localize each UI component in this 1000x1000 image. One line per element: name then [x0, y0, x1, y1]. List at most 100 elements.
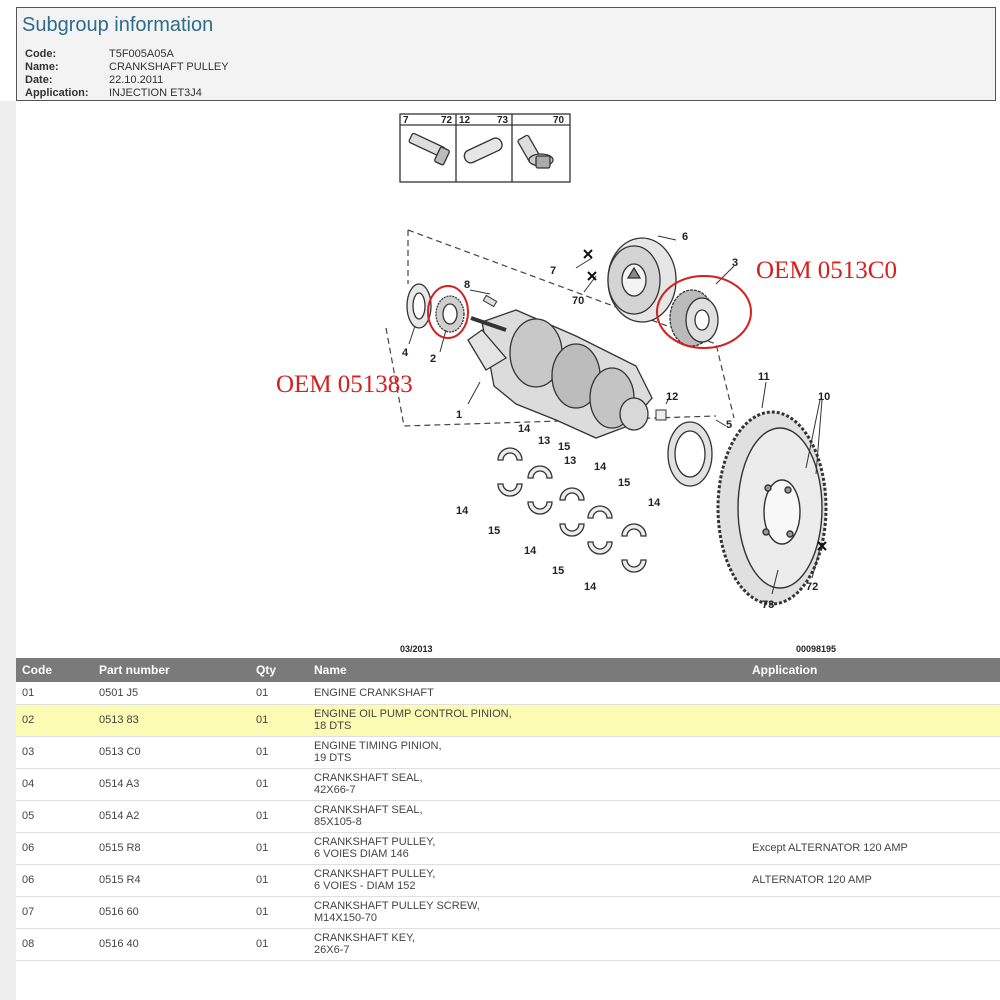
assembly-outline [385, 229, 735, 427]
name-line: 85X105-8 [314, 816, 362, 828]
flange-bolt-icon [517, 134, 554, 169]
table-row[interactable]: 06 0515 R8 01 CRANKSHAFT PULLEY,6 VOIES … [16, 832, 1000, 865]
info-value: CRANKSHAFT PULLEY [109, 61, 229, 73]
crankshaft-seal-large [667, 421, 713, 487]
highlight-circle-timing-pinion [656, 275, 752, 349]
cell-application [746, 736, 1000, 769]
callout-number: 4 [402, 347, 409, 359]
flywheel [716, 410, 828, 606]
cell-part-number: 0513 83 [93, 704, 250, 737]
callout-number: 13 [564, 455, 576, 467]
bearing-shells [497, 447, 647, 573]
info-label: Date: [25, 74, 53, 86]
crankshaft-drawing [467, 309, 653, 439]
cell-name: CRANKSHAFT SEAL,85X105-8 [308, 800, 746, 833]
cell-code: 06 [16, 832, 93, 865]
diagram-date: 03/2013 [400, 644, 433, 654]
legend-ref: 72 [441, 115, 453, 126]
name-line: ENGINE CRANKSHAFT [314, 686, 434, 699]
crankshaft-seal-small [406, 283, 432, 329]
cell-code: 08 [16, 928, 93, 961]
column-header-application[interactable]: Application [746, 658, 1000, 682]
cell-qty: 01 [250, 864, 308, 897]
cell-name: CRANKSHAFT KEY,26X6-7 [308, 928, 746, 961]
exploded-parts-diagram[interactable]: 7 72 12 73 70 [16, 108, 1000, 656]
left-margin-stripe [0, 101, 16, 1000]
crankshaft-key [482, 294, 498, 308]
info-label: Code: [25, 48, 57, 60]
callout-number: 11 [758, 371, 770, 383]
callout-number: 73 [762, 599, 774, 611]
name-line: CRANKSHAFT SEAL, [314, 772, 423, 784]
cell-qty: 01 [250, 832, 308, 865]
name-line: CRANKSHAFT PULLEY, [314, 868, 436, 880]
info-value: INJECTION ET3J4 [109, 87, 202, 99]
cell-code: 02 [16, 704, 93, 737]
dowel-block [655, 409, 667, 421]
name-line: 19 DTS [314, 752, 352, 764]
cell-name: CRANKSHAFT SEAL,42X66-7 [308, 768, 746, 801]
subgroup-title: Subgroup information [22, 14, 214, 36]
cell-code: 06 [16, 864, 93, 897]
info-label: Application: [25, 87, 89, 99]
name-line: 26X6-7 [314, 944, 350, 956]
name-line: CRANKSHAFT PULLEY SCREW, [314, 900, 480, 912]
dowel-pin-icon [463, 137, 503, 164]
cell-part-number: 0514 A2 [93, 800, 250, 833]
cell-application [746, 928, 1000, 961]
callout-number: 5 [726, 419, 732, 431]
callout-number: 14 [518, 423, 531, 435]
cell-name: ENGINE CRANKSHAFT [308, 682, 746, 705]
callout-number: 14 [524, 545, 537, 557]
info-value: 22.10.2011 [109, 74, 164, 86]
column-header-qty[interactable]: Qty [250, 658, 308, 682]
table-row[interactable]: 05 0514 A2 01 CRANKSHAFT SEAL,85X105-8 [16, 800, 1000, 833]
oem-annotations: OEM 0513C0 OEM 051383 [276, 257, 897, 398]
cell-qty: 01 [250, 682, 308, 705]
callout-number: 13 [538, 435, 550, 447]
table-row[interactable]: 01 0501 J5 01 ENGINE CRANKSHAFT [16, 682, 1000, 705]
cell-name: ENGINE OIL PUMP CONTROL PINION,18 DTS [308, 704, 746, 737]
legend-ref: 7 [403, 115, 409, 126]
cell-qty: 01 [250, 704, 308, 737]
table-row[interactable]: 07 0516 60 01 CRANKSHAFT PULLEY SCREW,M1… [16, 896, 1000, 929]
name-line: CRANKSHAFT KEY, [314, 932, 416, 944]
callout-number: 15 [488, 525, 500, 537]
cell-qty: 01 [250, 736, 308, 769]
callout-number: 15 [558, 441, 570, 453]
cell-application [746, 896, 1000, 929]
cell-application [746, 682, 1000, 705]
info-value: T5F005A05A [109, 48, 174, 60]
cell-part-number: 0514 A3 [93, 768, 250, 801]
callout-number: 12 [666, 391, 678, 403]
cell-code: 03 [16, 736, 93, 769]
callout-number: 6 [682, 231, 688, 243]
callout-number: 7 [550, 265, 556, 277]
cell-part-number: 0501 J5 [93, 682, 250, 705]
table-row[interactable]: 08 0516 40 01 CRANKSHAFT KEY,26X6-7 [16, 928, 1000, 961]
cell-name: CRANKSHAFT PULLEY SCREW,M14X150-70 [308, 896, 746, 929]
table-row-selected[interactable]: 02 0513 83 01 ENGINE OIL PUMP CONTROL PI… [16, 704, 1000, 737]
cell-name: ENGINE TIMING PINION,19 DTS [308, 736, 746, 769]
column-header-part-number[interactable]: Part number [93, 658, 250, 682]
diagram-reference: 00098195 [796, 644, 836, 654]
fastener-legend [399, 113, 571, 183]
column-header-name[interactable]: Name [308, 658, 746, 682]
table-row[interactable]: 06 0515 R4 01 CRANKSHAFT PULLEY,6 VOIES … [16, 864, 1000, 897]
leader-lines [408, 235, 823, 595]
name-line: ENGINE OIL PUMP CONTROL PINION, [314, 708, 512, 720]
highlight-circle-oil-pump-pinion [427, 285, 469, 339]
table-row[interactable]: 04 0514 A3 01 CRANKSHAFT SEAL,42X66-7 [16, 768, 1000, 801]
crankshaft-pulley [607, 237, 677, 323]
screw-icon [408, 132, 450, 166]
cell-application [746, 768, 1000, 801]
cell-qty: 01 [250, 768, 308, 801]
callout-number: 3 [732, 257, 738, 269]
cell-code: 04 [16, 768, 93, 801]
table-row[interactable]: 03 0513 C0 01 ENGINE TIMING PINION,19 DT… [16, 736, 1000, 769]
column-header-code[interactable]: Code [16, 658, 93, 682]
legend-ref: 73 [497, 115, 509, 126]
legend-frame [399, 113, 571, 183]
name-line: 6 VOIES - DIAM 152 [314, 880, 416, 892]
callout-number: 14 [584, 581, 597, 593]
